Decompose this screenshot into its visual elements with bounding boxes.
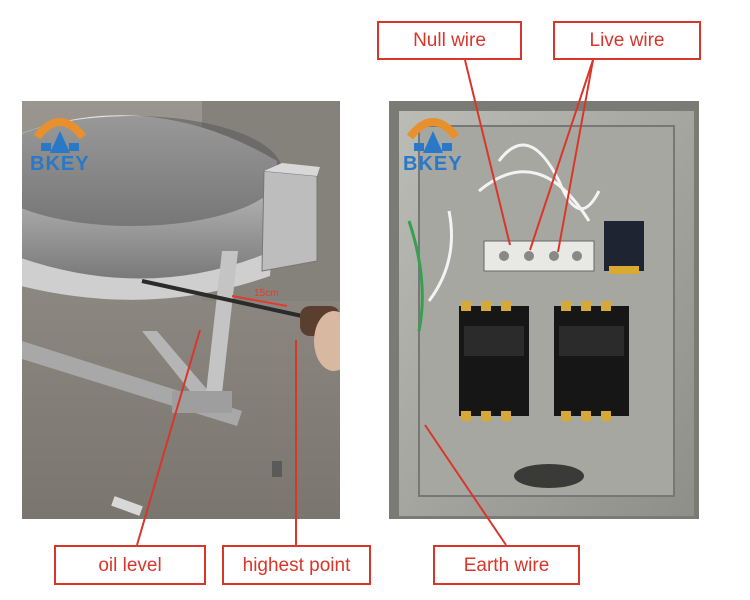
logo-text: BKEY <box>30 153 90 175</box>
bkey-logo-icon <box>406 118 459 153</box>
live-wire-label: Live wire <box>553 21 701 60</box>
oil-level-label: oil level <box>54 545 206 585</box>
bkey-logo-icon <box>33 118 86 153</box>
measurement-text: 15cm <box>254 288 278 299</box>
bkey-logo: BKEY <box>30 113 90 176</box>
highest-point-label: highest point <box>222 545 371 585</box>
null-wire-label: Null wire <box>377 21 522 60</box>
bkey-logo: BKEY <box>403 113 463 176</box>
kettle-photo: 15cm <box>22 101 340 519</box>
earth-wire-label: Earth wire <box>433 545 580 585</box>
logo-text: BKEY <box>403 153 463 175</box>
kettle-photo-illustration: 15cm <box>22 101 340 519</box>
